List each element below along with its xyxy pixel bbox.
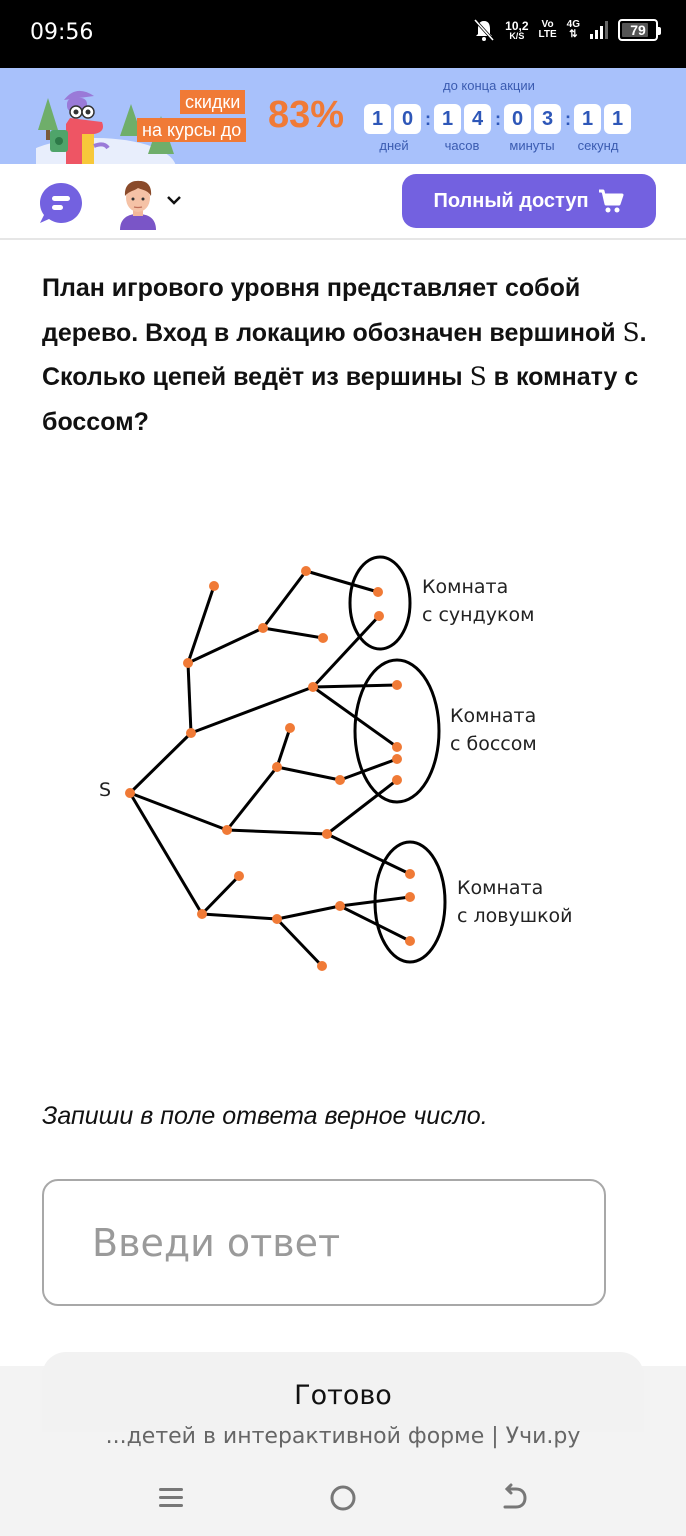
user-avatar[interactable]	[116, 178, 160, 230]
status-time: 09:56	[30, 20, 94, 45]
answer-input[interactable]	[42, 1179, 606, 1306]
recent-apps-button[interactable]	[151, 1478, 191, 1518]
tree-diagram: S Комната с сундуком Комната с боссом Ко…	[0, 520, 686, 1000]
tree-graph	[125, 555, 447, 971]
promo-percent: 83%	[268, 94, 345, 136]
countdown-digit: 1	[434, 104, 461, 134]
promo-tag-courses: на курсы до	[137, 118, 247, 142]
signal-icon	[590, 21, 608, 39]
dino-mascot-illustration	[36, 90, 176, 164]
app-header: Полный доступ	[0, 164, 686, 240]
countdown-digit: 4	[464, 104, 491, 134]
network-type: 4G ⇅	[567, 20, 580, 40]
room-label-line: с сундуком	[422, 604, 535, 626]
countdown-separator: :	[495, 108, 501, 129]
promo-tag-discounts: скидки	[180, 90, 246, 114]
countdown-digit: 1	[604, 104, 631, 134]
tree-nodes	[125, 566, 415, 971]
browser-page-title: ...детей в интерактивной форме | Учи.ру	[105, 1424, 581, 1449]
cart-icon	[598, 189, 624, 213]
menu-lines-icon	[159, 1488, 183, 1507]
countdown-label-hours: часов	[444, 138, 480, 153]
room-label-boss: Комната с боссом	[450, 702, 537, 758]
room-label-line: Комната	[422, 576, 509, 598]
net-speed-value: 10,2	[505, 18, 529, 33]
countdown-title: до конца акции	[443, 78, 535, 93]
countdown-digit: 3	[534, 104, 561, 134]
room-label-line: с боссом	[450, 733, 537, 755]
room-label-line: с ловушкой	[457, 905, 573, 927]
countdown-label-seconds: секунд	[577, 138, 619, 153]
countdown-label-minutes: минуты	[509, 138, 555, 153]
status-icons: 10,2 K/S Vo LTE 4G ⇅ 79	[473, 18, 661, 42]
net-speed: 10,2 K/S	[505, 20, 528, 41]
room-label-line: Комната	[457, 877, 544, 899]
volte-indicator: Vo LTE	[539, 20, 557, 40]
home-circle-icon	[330, 1485, 356, 1511]
tree-edges	[128, 569, 411, 968]
question-text: План игрового уровня представляет собой …	[42, 266, 652, 444]
countdown-digit: 0	[394, 104, 421, 134]
battery-level: 79	[630, 22, 646, 38]
chat-support-icon[interactable]	[38, 181, 84, 225]
math-variable: S	[469, 362, 487, 391]
back-button[interactable]	[495, 1478, 535, 1518]
back-arrow-icon	[503, 1483, 527, 1509]
countdown-label-days: дней	[379, 138, 409, 153]
countdown-digit: 1	[574, 104, 601, 134]
net-speed-unit: K/S	[509, 30, 525, 41]
countdown-timer: 1 0 : 1 4 : 0 3 : 1 1	[364, 104, 634, 134]
network-label: 4G	[566, 19, 580, 30]
chevron-down-icon[interactable]	[166, 194, 182, 206]
battery-icon: 79	[618, 19, 661, 41]
status-bar: 09:56 10,2 K/S Vo LTE 4G ⇅ 79	[0, 0, 686, 68]
promo-banner[interactable]: скидки на курсы до 83% до конца акции 1 …	[0, 68, 686, 164]
countdown-digit: 0	[504, 104, 531, 134]
room-label-chest: Комната с сундуком	[422, 573, 534, 629]
full-access-label: Полный доступ	[433, 189, 589, 212]
system-nav-bar	[0, 1470, 686, 1526]
instruction-text: Запиши в поле ответа верное число.	[42, 1102, 488, 1130]
countdown-separator: :	[565, 108, 571, 129]
room-label-line: Комната	[450, 705, 537, 727]
countdown-separator: :	[425, 108, 431, 129]
question-part: . Сколько цепей ведёт из вершины	[42, 318, 647, 392]
full-access-button[interactable]: Полный доступ	[402, 174, 656, 228]
math-variable: S	[622, 317, 640, 347]
start-vertex-label: S	[99, 779, 112, 801]
volte-top: Vo	[541, 19, 554, 30]
home-button[interactable]	[323, 1478, 363, 1518]
data-arrows-icon: ⇅	[569, 29, 578, 40]
question-part: План игрового уровня представляет собой …	[42, 274, 623, 347]
done-button[interactable]: Готово	[42, 1352, 644, 1432]
question-part: в комнату с боссом?	[42, 363, 639, 436]
countdown-digit: 1	[364, 104, 391, 134]
bell-muted-icon	[474, 18, 495, 42]
room-label-trap: Комната с ловушкой	[457, 874, 573, 930]
volte-bottom: LTE	[538, 29, 557, 40]
